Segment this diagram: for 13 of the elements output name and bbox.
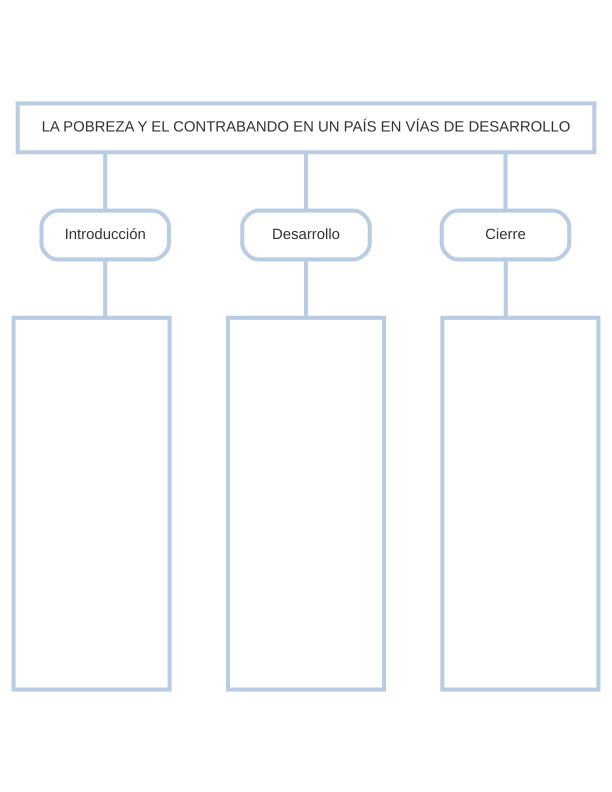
- node-box: [226, 315, 386, 692]
- connector: [503, 152, 508, 210]
- connector: [103, 152, 108, 210]
- node-box: Cierre: [440, 208, 572, 261]
- node-box: [12, 315, 172, 692]
- node-box: [440, 315, 600, 692]
- connector: [103, 259, 108, 318]
- connector: [304, 152, 308, 210]
- node-box: Introducción: [39, 208, 171, 261]
- connector: [304, 259, 308, 318]
- node-box: LA POBREZA Y EL CONTRABANDO EN UN PAÍS EN VÍAS DE DESARROLLO: [16, 100, 596, 154]
- node-box: Desarrollo: [240, 208, 372, 261]
- connector: [504, 259, 508, 318]
